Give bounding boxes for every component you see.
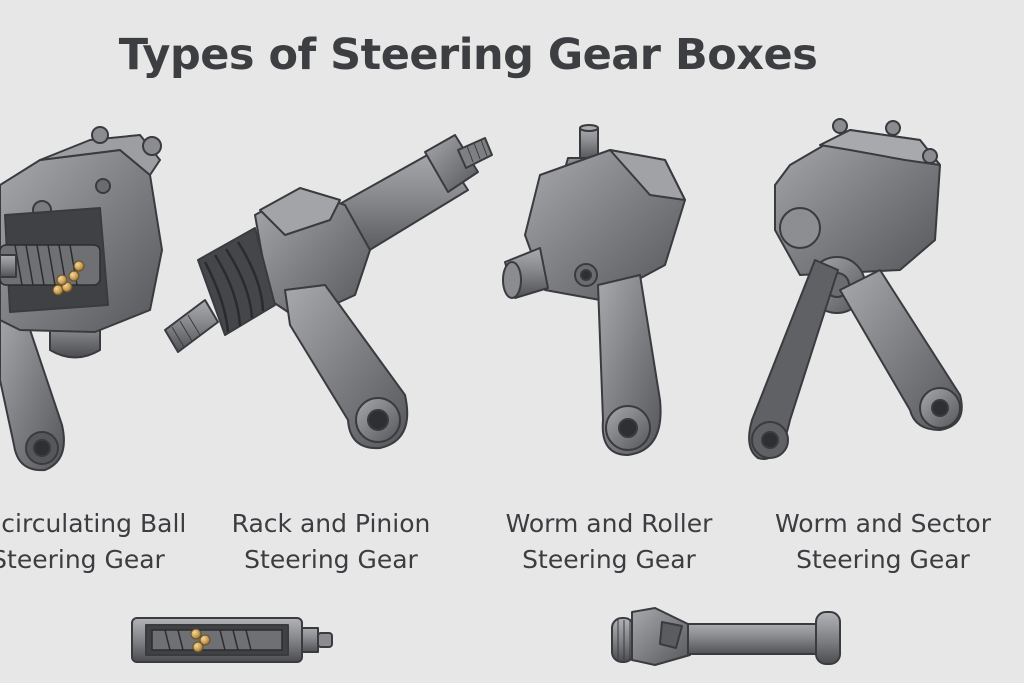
rack-and-pinion-gear-illustration [164, 134, 493, 450]
page-title: Types of Steering Gear Boxes [118, 30, 818, 80]
gear-caption-rack-and-pinion: Rack and Pinion Steering Gear [186, 506, 476, 578]
gear-caption-recirculating-ball: Recirculating Ball Steering Gear [0, 506, 223, 578]
gear-name-line2: Steering Gear [522, 545, 696, 574]
gear-caption-worm-and-roller: Worm and Roller Steering Gear [464, 506, 754, 578]
gear-name-line1: Worm and Roller [505, 509, 713, 538]
gear-name-line1: Rack and Pinion [231, 509, 431, 538]
gear-name-line2: Steering Gear [0, 545, 165, 574]
worm-shaft-detail-illustration [611, 607, 841, 666]
recirculating-ball-gear-illustration [0, 126, 163, 472]
gear-name-line2: Steering Gear [244, 545, 418, 574]
gear-name-line1: Recirculating Ball [0, 509, 187, 538]
gear-caption-worm-and-sector: Worm and Sector Steering Gear [738, 506, 1024, 578]
ball-screw-detail-illustration [131, 617, 333, 663]
worm-and-sector-gear-illustration [748, 118, 963, 460]
gear-name-line2: Steering Gear [796, 545, 970, 574]
worm-and-roller-gear-illustration [502, 124, 686, 456]
gear-name-line1: Worm and Sector [774, 509, 992, 538]
